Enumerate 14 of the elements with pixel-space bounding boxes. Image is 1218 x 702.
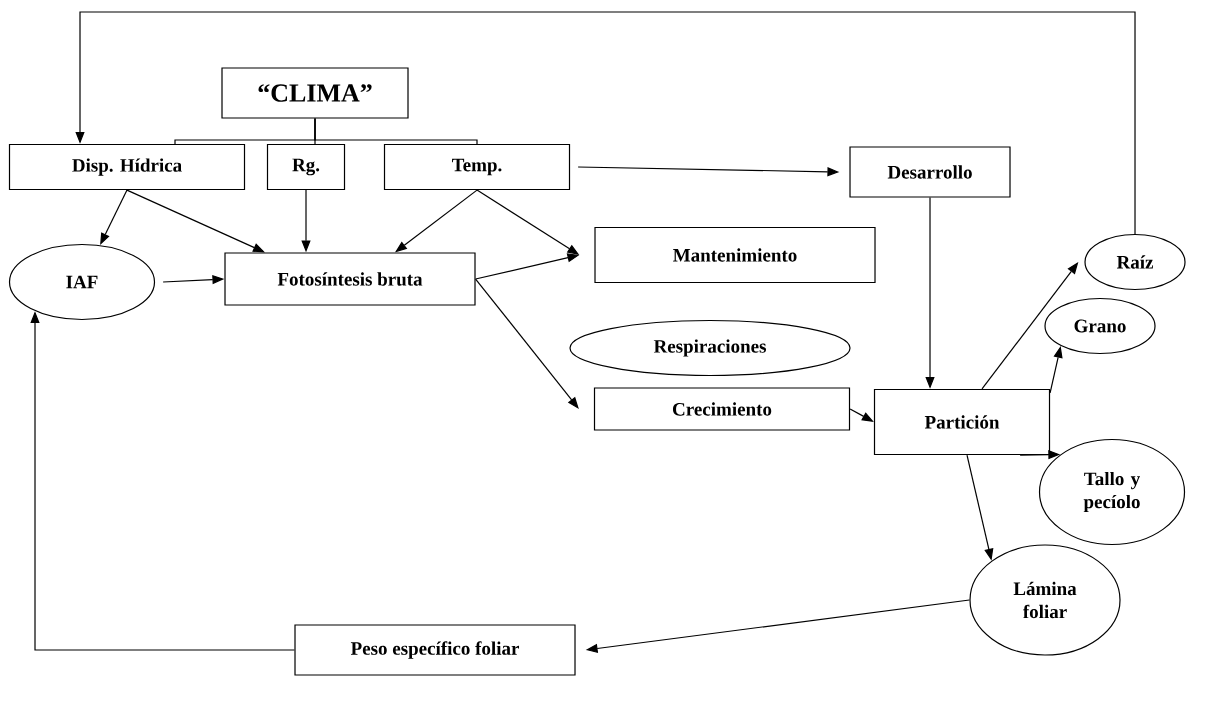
process-box: Disp. Hídrica <box>8 143 246 191</box>
connector-line <box>314 118 478 145</box>
process-box: Fotosíntesis bruta <box>224 252 476 306</box>
process-box: Partición <box>873 388 1051 456</box>
process-box: Temp. <box>383 143 571 191</box>
process-box: Mantenimiento <box>594 226 876 284</box>
process-box: Rg. <box>266 143 346 191</box>
process-box: “CLIMA” <box>221 67 409 119</box>
arrow <box>475 278 579 409</box>
process-box: Crecimiento <box>593 387 851 431</box>
process-box: Desarrollo <box>849 146 1011 198</box>
arrow <box>126 189 265 253</box>
arrow <box>75 11 1136 235</box>
process-box: Peso específico foliar <box>294 624 576 676</box>
